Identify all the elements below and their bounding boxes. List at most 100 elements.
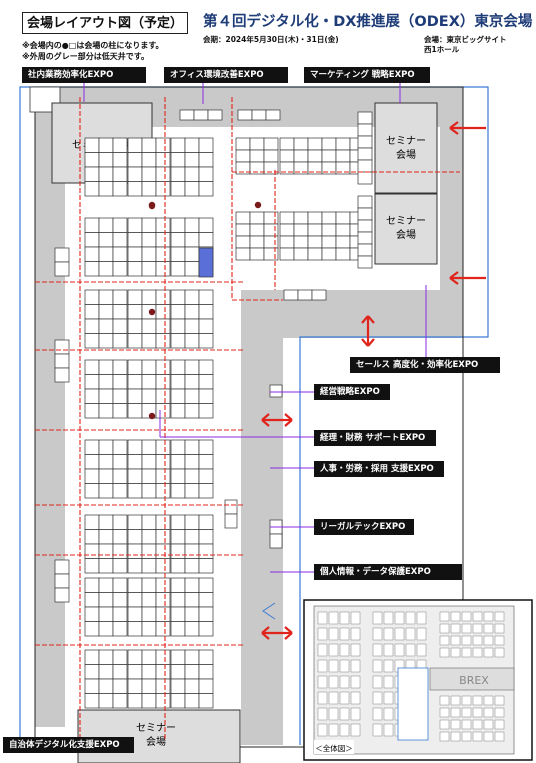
booth <box>357 243 373 257</box>
booth <box>112 649 128 665</box>
inset-booth <box>472 647 483 658</box>
booth <box>155 217 171 233</box>
inset-booth <box>350 691 361 705</box>
booth <box>198 166 214 182</box>
booth <box>269 384 283 398</box>
booth <box>184 592 200 608</box>
booth <box>112 289 128 305</box>
booth <box>141 606 157 622</box>
booth <box>84 374 100 390</box>
booth <box>54 367 70 383</box>
booth <box>357 147 373 161</box>
booth <box>184 152 200 168</box>
seminar-room-right-2-label-b: 会場 <box>396 228 416 241</box>
pillar-dot <box>148 308 156 316</box>
booth <box>112 181 128 197</box>
booth <box>141 543 157 559</box>
booth <box>198 606 214 622</box>
booth <box>155 693 171 709</box>
inset-booth <box>416 611 427 625</box>
booth <box>170 454 186 470</box>
booth <box>84 678 100 694</box>
booth <box>263 235 279 249</box>
inset-booth <box>439 731 450 742</box>
inset-booth <box>383 691 394 705</box>
inset-booth <box>317 707 328 721</box>
booth <box>184 374 200 390</box>
inset-booth <box>483 695 494 706</box>
booth <box>112 403 128 419</box>
inset-booth <box>383 611 394 625</box>
inset-booth <box>317 643 328 657</box>
booth <box>170 246 186 262</box>
booth <box>155 529 171 545</box>
booth <box>357 231 373 245</box>
seminar-room-bottom-label-a: セミナー <box>136 722 176 734</box>
entrance-arrows <box>261 121 486 640</box>
booth <box>307 211 323 225</box>
booth <box>98 403 114 419</box>
booth <box>263 247 279 261</box>
booth <box>184 289 200 305</box>
booth <box>279 211 295 225</box>
booth <box>141 621 157 637</box>
inset-booth <box>494 635 505 646</box>
booth <box>321 247 337 261</box>
booth <box>321 223 337 237</box>
booth <box>184 166 200 182</box>
booth <box>98 152 114 168</box>
booth <box>235 211 251 225</box>
booth <box>98 137 114 153</box>
booth <box>112 592 128 608</box>
booth <box>198 181 214 197</box>
booth <box>155 664 171 680</box>
booth <box>84 621 100 637</box>
booth <box>155 621 171 637</box>
booth <box>184 514 200 530</box>
booth <box>127 454 143 470</box>
inset-booth <box>328 627 339 641</box>
inset-booth <box>472 611 483 622</box>
pillar-note: ※会場内の●□は会場の柱になります。 <box>22 41 164 50</box>
hall-boundary <box>19 86 489 745</box>
booth <box>155 592 171 608</box>
booth <box>127 217 143 233</box>
inset-pointer <box>262 602 276 620</box>
inset-booth <box>350 627 361 641</box>
booth <box>98 606 114 622</box>
booth <box>141 318 157 334</box>
booth <box>98 318 114 334</box>
booth <box>155 232 171 248</box>
booth <box>141 514 157 530</box>
inset-booth <box>494 647 505 658</box>
booth <box>263 149 279 163</box>
booth <box>198 514 214 530</box>
booth <box>184 137 200 153</box>
booth <box>98 529 114 545</box>
booth <box>127 304 143 320</box>
booth <box>279 149 295 163</box>
booth <box>198 152 214 168</box>
booth <box>170 558 186 574</box>
booth <box>279 223 295 237</box>
booth <box>198 483 214 499</box>
inset-booth <box>383 643 394 657</box>
inset-booth <box>494 731 505 742</box>
booth <box>84 649 100 665</box>
booth <box>112 621 128 637</box>
booth <box>84 232 100 248</box>
inset-booth <box>461 695 472 706</box>
booth <box>98 468 114 484</box>
inset-booth <box>461 731 472 742</box>
booth <box>112 468 128 484</box>
booth <box>357 111 373 125</box>
booth <box>170 529 186 545</box>
booth <box>127 468 143 484</box>
booth <box>84 543 100 559</box>
zone-label-sales: セールス 高度化・効率化EXPO <box>350 357 500 373</box>
inset-booth <box>483 647 494 658</box>
inset-booth <box>394 627 405 641</box>
zone-label-marketing: マーケティング 戦略EXPO <box>304 67 430 83</box>
booth <box>54 559 70 575</box>
